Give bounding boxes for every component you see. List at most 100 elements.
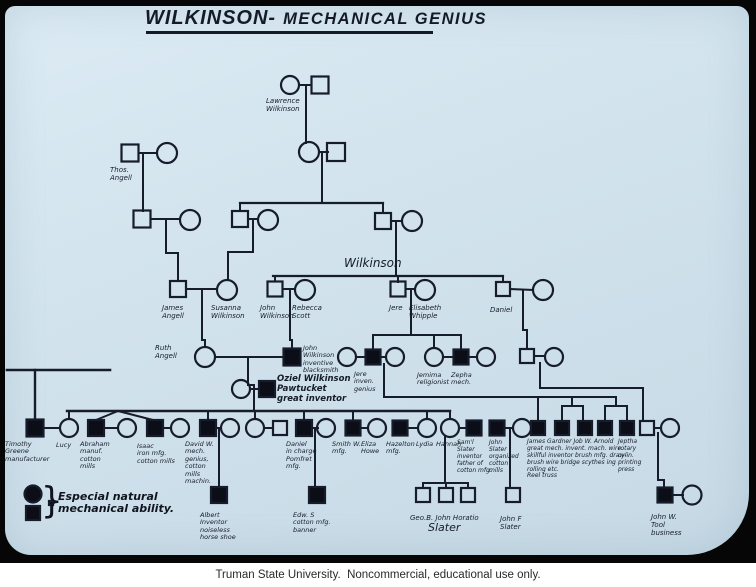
person-node-legend-square: [24, 504, 42, 522]
label-zepha: Zepha mech.: [451, 371, 472, 387]
person-node-lawrence-wilkinson: [310, 75, 330, 95]
person-node-lydia: [416, 417, 438, 439]
person-node-jemima: [423, 346, 445, 368]
person-node-daniel-son-wife: [543, 346, 565, 368]
pedigree-line: [201, 288, 206, 348]
label-timothy-greene: Timothy Greene manufacturer: [5, 440, 50, 463]
person-node-hazelton: [391, 419, 409, 437]
person-node-wife-of-thos-angell: [155, 141, 179, 165]
pedigree-line: [165, 218, 179, 282]
label-elisabeth-whipple: Elisabeth Whipple: [409, 304, 442, 321]
label-jere: Jere: [389, 304, 403, 312]
pedigree-line: [539, 362, 644, 422]
person-node-wife-of-lawrence: [279, 74, 301, 96]
person-node-ruth-angell: [193, 345, 217, 369]
person-node-daniel: [494, 280, 512, 298]
person-node-isaac: [145, 418, 165, 438]
label-albert: Albert Inventor noiseless horse shoe: [200, 511, 236, 542]
label-james-angell: James Angell: [162, 304, 184, 321]
person-node-legend-circle: [23, 484, 43, 504]
label-eliza-howe: Eliza Howe: [361, 440, 380, 456]
title-underline: [146, 31, 433, 34]
person-node-hannah: [439, 417, 461, 439]
label-lucy: Lucy: [56, 441, 72, 449]
person-node-legend-equals: [47, 499, 55, 507]
caption-bar: Truman State University. Noncommercial, …: [0, 563, 756, 587]
label-daniel: Daniel: [490, 306, 513, 314]
label-susanna-wilkinson: Susanna Wilkinson: [211, 304, 245, 321]
caption-text: Truman State University. Noncommercial, …: [215, 569, 541, 581]
label-jeptha: Jeptha rotary cylin. printing press: [618, 438, 642, 473]
person-node-daniel-son: [518, 347, 536, 365]
person-node-jere-jr: [364, 348, 382, 366]
person-node-timothy-greene: [25, 418, 45, 438]
person-node-gardner: [553, 419, 571, 437]
person-node-abraham-wife: [116, 417, 138, 439]
person-node-oziel-wilkinson: [257, 379, 277, 399]
label-james-group: James Gardner Job W. Arnold great mech. …: [527, 438, 627, 480]
legend-line1: Especial natural: [58, 490, 158, 503]
person-node-jere: [389, 280, 407, 298]
person-node-horatio: [459, 486, 477, 504]
person-node-wilkinson-g3-right-wife: [400, 209, 424, 233]
pedigree-line: [289, 288, 293, 349]
person-node-john-wilkinson-blacksmith: [282, 347, 302, 367]
pedigree-slide: [5, 6, 749, 555]
person-node-angell-son: [132, 209, 152, 229]
label-john-w-tool: John W. Tool business: [651, 513, 682, 538]
pedigree-line: [227, 218, 254, 281]
label-abraham: Abraham manuf. cotton mills: [80, 440, 110, 471]
person-node-grandson: [638, 419, 656, 437]
person-node-john-slater: [488, 419, 506, 437]
label-edw-s: Edw. S cotton mfg. banner: [293, 511, 331, 534]
label-john-f-slater: John F Slater: [500, 515, 522, 532]
person-node-geo-b-slater: [414, 486, 432, 504]
pedigree-line: [247, 356, 255, 391]
person-node-lucy: [58, 417, 80, 439]
person-node-job-w: [576, 419, 594, 437]
label-john-wilkinson-blacksmith: John Wilkinson inventive blacksmith: [303, 344, 339, 375]
label-hazelton: Hazelton mfg.: [386, 440, 415, 456]
person-node-john-f-slater: [504, 486, 522, 504]
person-node-albert: [209, 485, 229, 505]
person-node-jere-jr-wife-2: [384, 346, 406, 368]
person-node-smith-w: [344, 419, 362, 437]
label-jemima: Jemima religionist: [417, 371, 450, 387]
person-node-david-w-wife: [219, 417, 241, 439]
person-node-eliza-howe: [366, 417, 388, 439]
label-smith-w: Smith W. mfg.: [332, 440, 361, 456]
person-node-gen2-daughter: [297, 140, 321, 164]
pedigree-line: [522, 289, 528, 350]
person-node-wilkinson-g3-left: [230, 209, 250, 229]
person-node-john-w-wife: [681, 484, 703, 506]
person-node-elisabeth-whipple: [413, 278, 437, 302]
label-geob-john-horatio: Geo.B. John Horatio: [410, 514, 479, 522]
person-node-john-w-tool: [656, 486, 674, 504]
label-saml-slater: Sam'l Slater inventor father of cotton m…: [457, 439, 492, 474]
pedigree-line: [657, 432, 665, 488]
person-node-daniel-jr-wife: [315, 417, 337, 439]
person-node-susanna-wilkinson: [215, 278, 239, 302]
person-node-john-slater-son: [437, 486, 455, 504]
person-node-saml-slater: [465, 419, 483, 437]
person-node-james-angell: [168, 279, 188, 299]
label-daniel-jr: Daniel in charge Pomfret mfg.: [286, 440, 317, 471]
pedigree-line: [508, 287, 535, 292]
label-john-slater: John Slater organized cotton mills: [489, 439, 519, 474]
label-oziel-wilkinson: Oziel Wilkinson Pawtucket great inventor: [277, 374, 351, 404]
label-lawrence-wilkinson: Lawrence Wilkinson: [266, 97, 300, 114]
person-node-david-w: [198, 418, 218, 438]
person-node-jeptha: [618, 419, 636, 437]
label-isaac: Isaac iron mfg. cotton mills: [137, 442, 175, 465]
person-node-grandson-wife: [659, 417, 681, 439]
legend-brace: }: [41, 479, 63, 523]
person-node-gen2-husband: [325, 141, 347, 163]
person-node-rebecca-scott: [293, 278, 317, 302]
label-wilkinson-branch: Wilkinson: [344, 256, 402, 270]
person-node-edw-s: [307, 485, 327, 505]
person-node-john-slater-wife: [511, 417, 533, 439]
pedigree-line: [94, 409, 120, 422]
person-node-oziel-wife: [230, 378, 252, 400]
